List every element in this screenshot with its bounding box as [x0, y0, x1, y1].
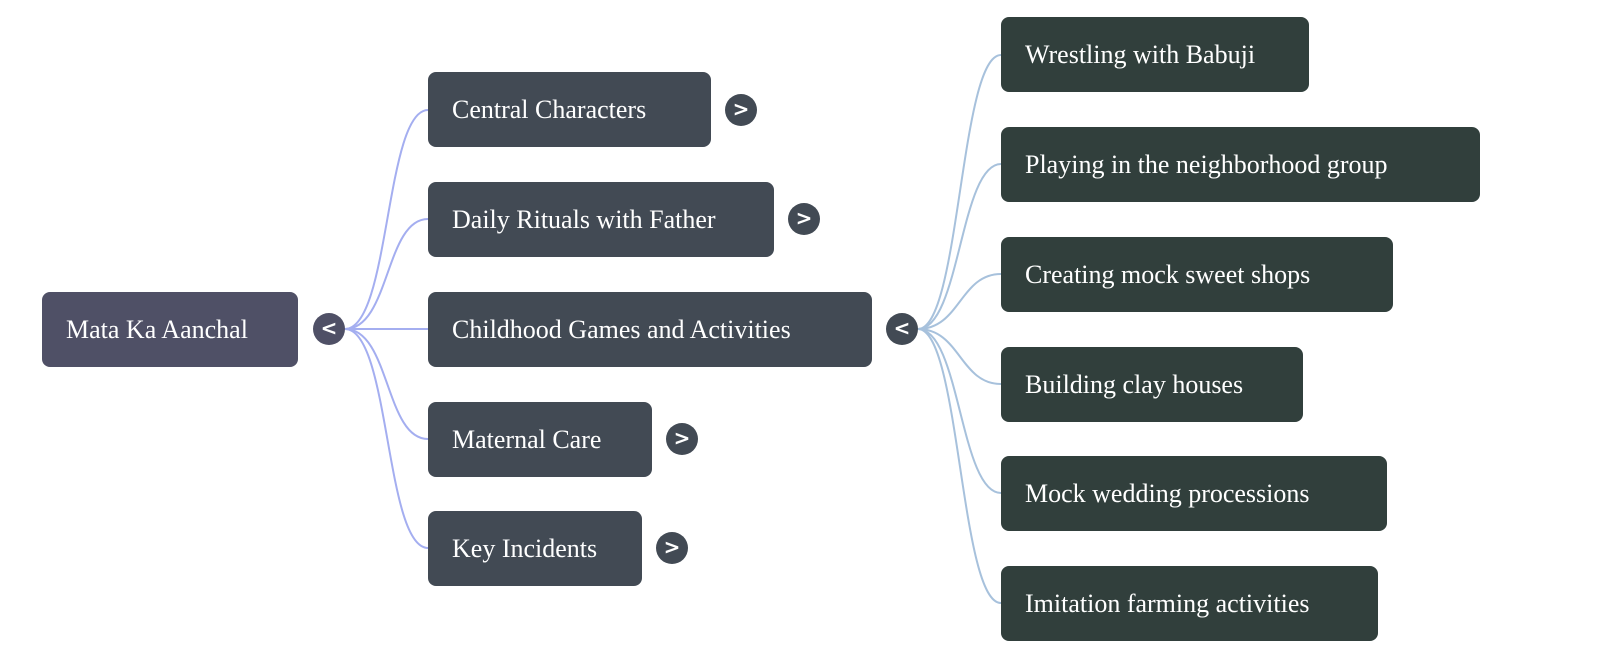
expand-toggle-daily-rituals[interactable]: >: [788, 203, 820, 235]
link-daily-rituals: [344, 218, 429, 330]
branch-label: Key Incidents: [452, 534, 598, 563]
expand-toggle-maternal-care[interactable]: >: [666, 423, 698, 455]
root-node[interactable]: Mata Ka Aanchal: [42, 292, 298, 367]
branch-label: Daily Rituals with Father: [452, 205, 716, 234]
link-clay-houses: [917, 328, 1002, 385]
link-wrestling: [917, 54, 1002, 330]
branch-node-childhood-games[interactable]: Childhood Games and Activities: [428, 292, 872, 367]
root-links: [344, 109, 429, 549]
expand-toggle-central-characters[interactable]: >: [725, 94, 757, 126]
branch-node-daily-rituals[interactable]: Daily Rituals with Father: [428, 182, 774, 257]
leaf-label: Mock wedding processions: [1025, 479, 1310, 508]
link-sweet-shops: [917, 273, 1002, 330]
branch-node-maternal-care[interactable]: Maternal Care: [428, 402, 652, 477]
leaf-label: Creating mock sweet shops: [1025, 260, 1311, 289]
branch-label: Maternal Care: [452, 425, 602, 454]
leaf-node-wrestling[interactable]: Wrestling with Babuji: [1001, 17, 1309, 92]
leaf-label: Wrestling with Babuji: [1025, 40, 1256, 69]
branch-node-central-characters[interactable]: Central Characters: [428, 72, 711, 147]
leaf-label: Building clay houses: [1025, 370, 1244, 399]
branch-links: [917, 54, 1002, 604]
link-farming: [917, 328, 1002, 604]
link-central-characters: [344, 109, 429, 330]
leaf-label: Playing in the neighborhood group: [1025, 150, 1388, 179]
leaf-node-clay-houses[interactable]: Building clay houses: [1001, 347, 1303, 422]
link-playing: [917, 163, 1002, 330]
branch-label: Central Characters: [452, 95, 647, 124]
link-key-incidents: [344, 328, 429, 549]
branch-node-key-incidents[interactable]: Key Incidents: [428, 511, 642, 586]
leaf-node-wedding[interactable]: Mock wedding processions: [1001, 456, 1387, 531]
link-wedding: [917, 328, 1002, 494]
expand-toggle-key-incidents[interactable]: >: [656, 532, 688, 564]
branch-label: Childhood Games and Activities: [452, 315, 791, 344]
link-maternal-care: [344, 328, 429, 440]
leaf-node-playing[interactable]: Playing in the neighborhood group: [1001, 127, 1480, 202]
collapse-toggle-childhood-games[interactable]: <: [886, 313, 918, 345]
collapse-toggle-root[interactable]: <: [313, 313, 345, 345]
leaf-label: Imitation farming activities: [1025, 589, 1310, 618]
leaf-node-farming[interactable]: Imitation farming activities: [1001, 566, 1378, 641]
root-label: Mata Ka Aanchal: [66, 315, 248, 344]
leaf-node-sweet-shops[interactable]: Creating mock sweet shops: [1001, 237, 1393, 312]
